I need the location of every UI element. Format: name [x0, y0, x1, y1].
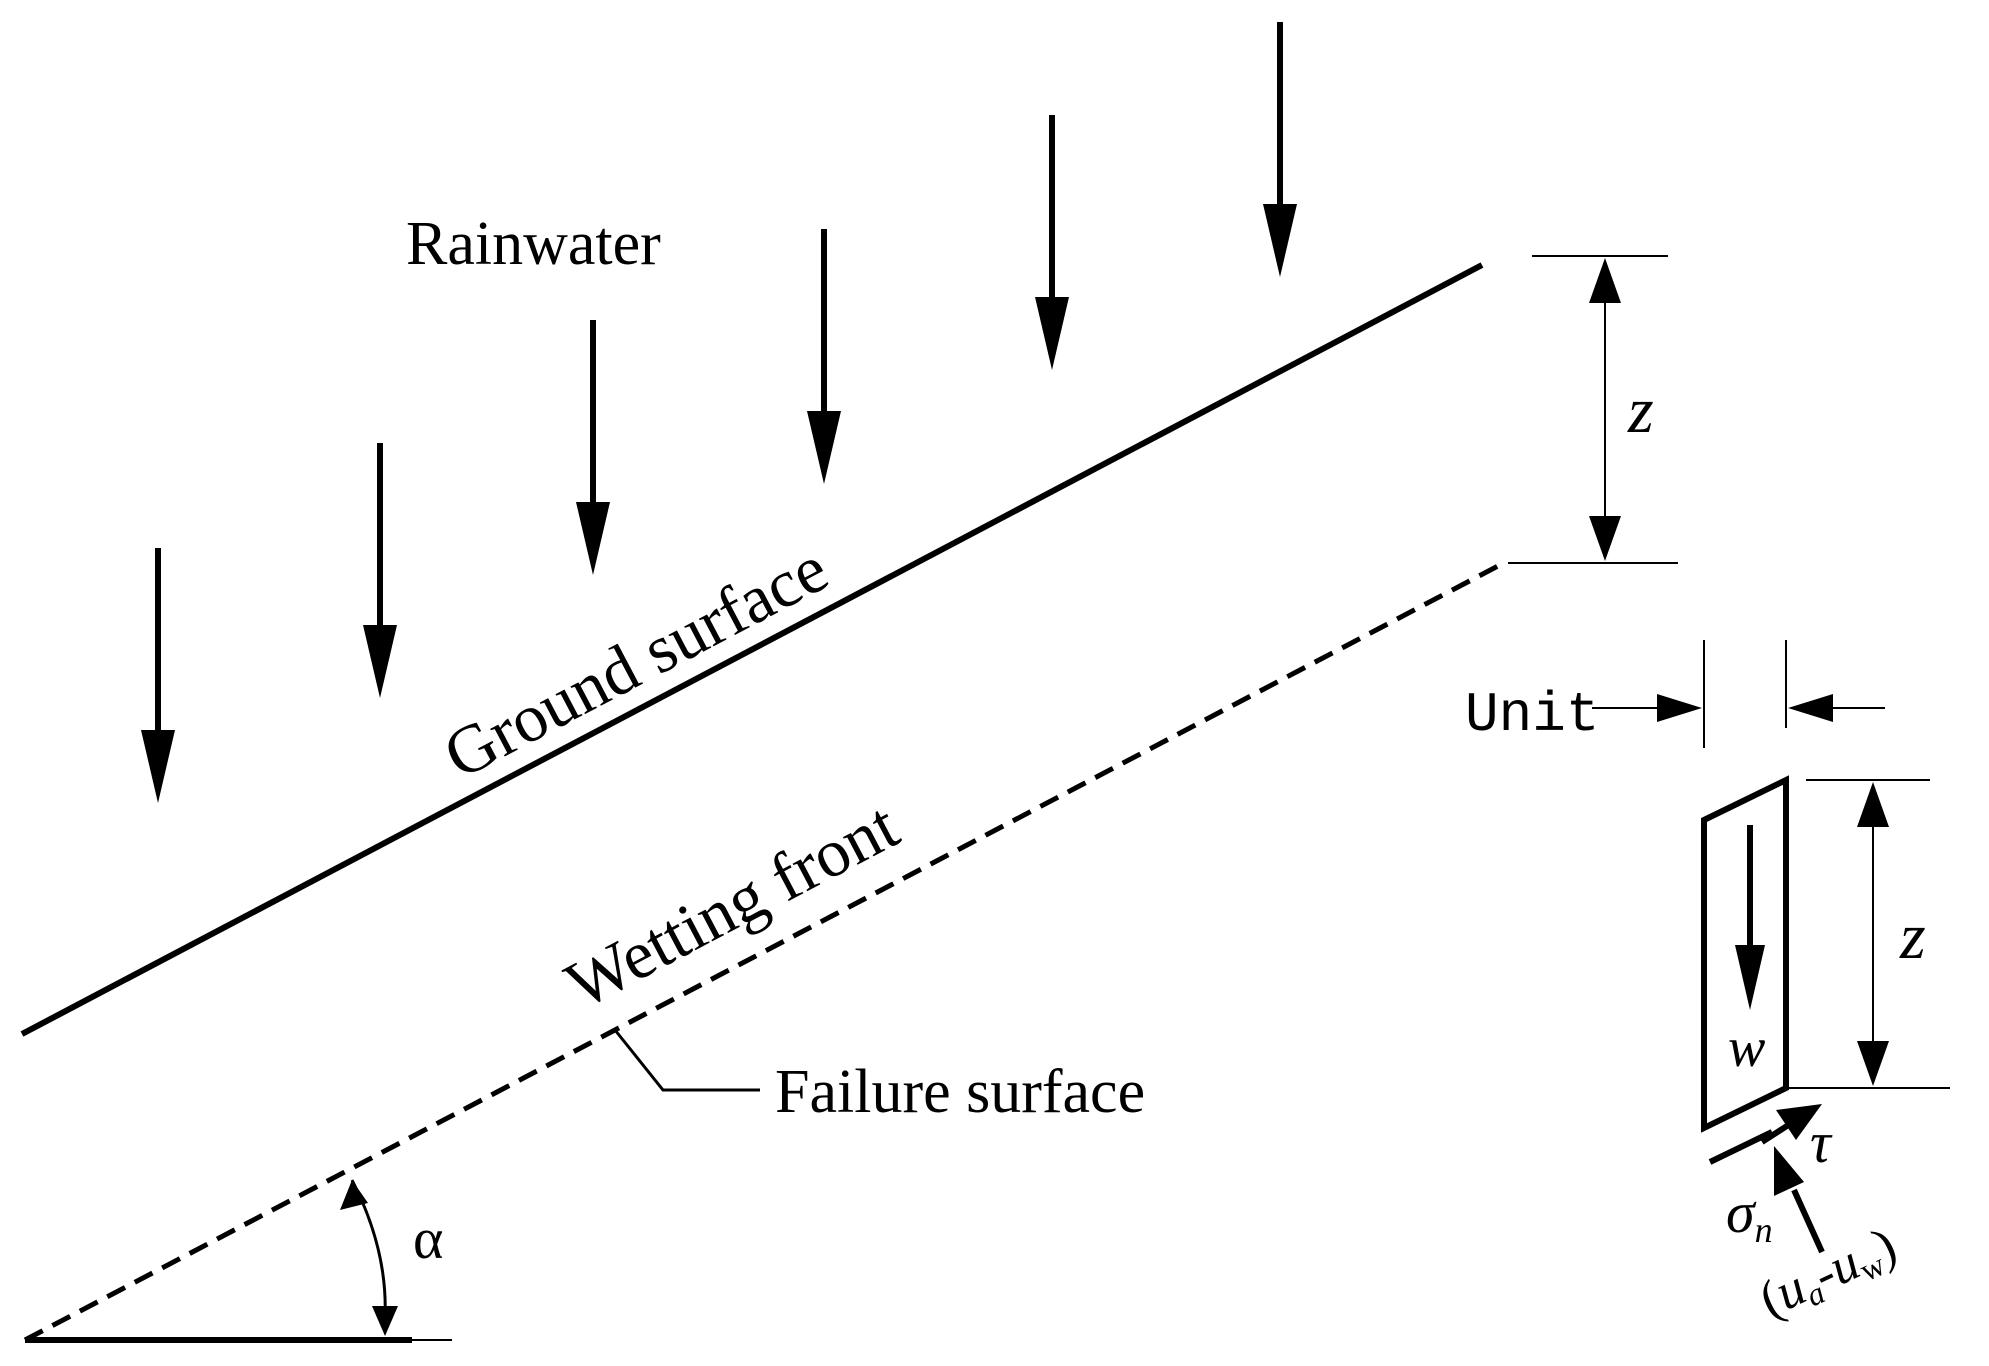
normal-stress-label: σn	[1726, 1180, 1773, 1250]
shear-arrow	[1760, 1104, 1822, 1145]
depth-dimension-top	[1508, 255, 1678, 564]
depth-dimension-element	[1786, 779, 1950, 1089]
normal-stress-arrow	[1774, 1146, 1825, 1254]
rain-arrow	[363, 443, 397, 698]
rainwater-label: Rainwater	[406, 210, 661, 278]
depth-z-label-top: z	[1627, 374, 1654, 447]
ground-surface-label: Ground surface	[432, 530, 840, 794]
unit-label: Unit	[1465, 683, 1599, 747]
weight-arrow	[1735, 825, 1765, 1010]
angle-arc	[340, 1179, 398, 1336]
rain-arrow	[141, 548, 175, 803]
rain-arrow	[807, 229, 841, 484]
normal-stress-subscript: n	[1755, 1210, 1773, 1250]
ground-surface-line	[20, 262, 1484, 1037]
shear-tau-label: τ	[1810, 1110, 1833, 1175]
failure-surface-label: Failure surface	[775, 1058, 1145, 1126]
wetting-front-line	[23, 563, 1500, 1343]
unit-width-dimension	[1592, 640, 1885, 748]
depth-z-label-element: z	[1899, 900, 1926, 973]
rain-arrow	[1263, 22, 1297, 277]
weight-w-label: w	[1728, 1017, 1765, 1079]
rain-arrow	[1035, 115, 1069, 370]
slice-base-segment	[1708, 1129, 1774, 1165]
failure-surface-leader	[613, 1029, 760, 1092]
normal-stress-symbol: σ	[1726, 1180, 1757, 1245]
angle-alpha-label: α	[413, 1206, 443, 1271]
rain-arrow	[576, 320, 610, 575]
suction-label: (ua-uw)	[1751, 1217, 1906, 1332]
rainwater-arrows	[141, 22, 1297, 803]
